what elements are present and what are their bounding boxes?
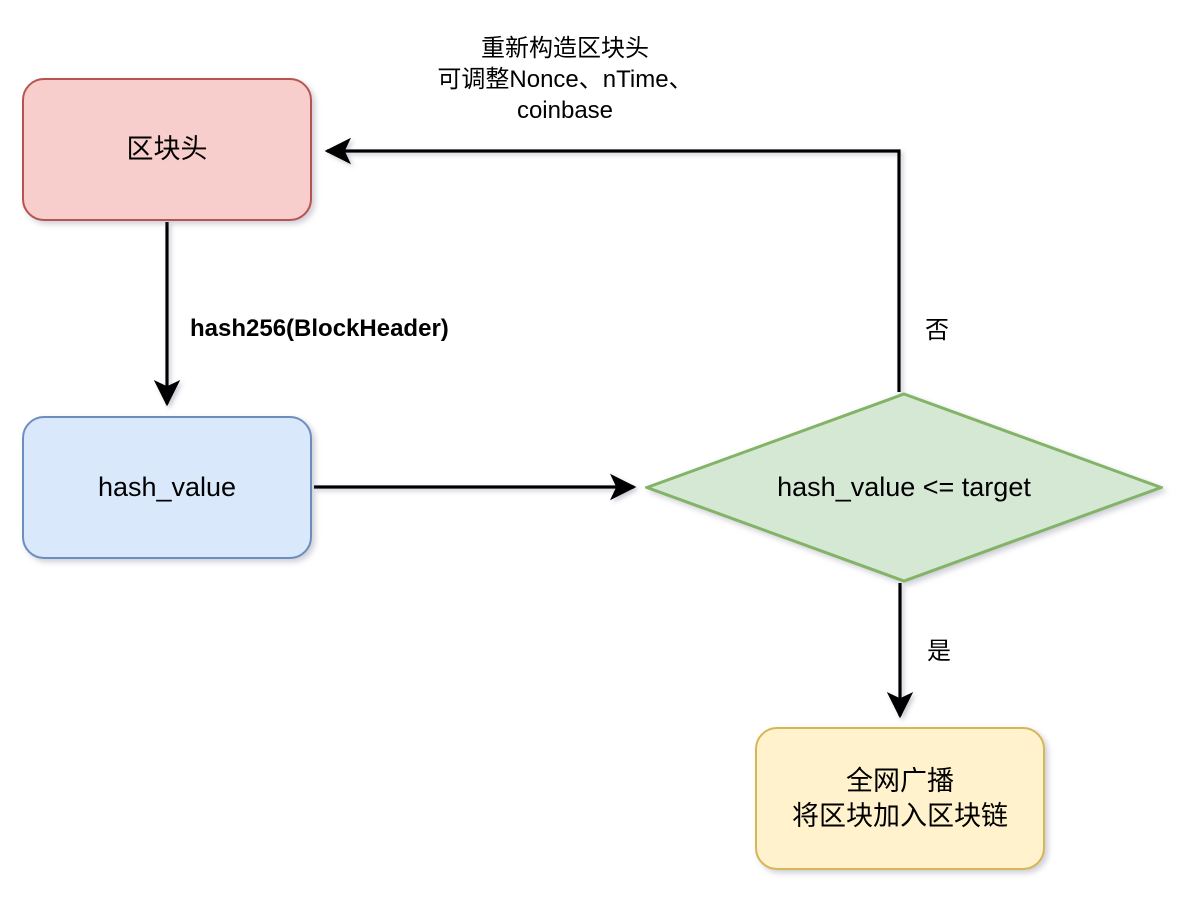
edge-label-hash256: hash256(BlockHeader)	[190, 315, 449, 342]
node-block-header[interactable]: 区块头	[22, 78, 312, 221]
node-decision-diamond[interactable]: hash_value <= target	[645, 392, 1163, 583]
node-hash-value[interactable]: hash_value	[22, 416, 312, 559]
node-block-header-label: 区块头	[126, 134, 208, 165]
edge-label-no: 否	[925, 317, 949, 344]
edge-decision-no-to-header	[324, 137, 901, 392]
node-decision-label: hash_value <= target	[777, 472, 1031, 503]
node-broadcast[interactable]: 全网广播 将区块加入区块链	[755, 727, 1045, 870]
diamond-shape	[645, 392, 1163, 583]
edge-label-yes: 是	[927, 638, 951, 665]
node-hash-value-label: hash_value	[97, 472, 237, 503]
node-broadcast-label: 全网广播 将区块加入区块链	[792, 765, 1008, 831]
edge-label-rebuild-note: 重新构造区块头 可调整Nonce、nTime、 coinbase	[437, 35, 693, 125]
